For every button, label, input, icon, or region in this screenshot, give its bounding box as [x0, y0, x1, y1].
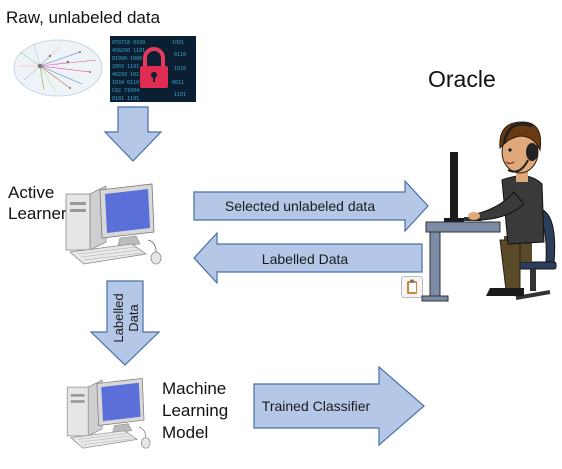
svg-text:079718 0100: 079718 0100	[112, 40, 145, 46]
svg-text:1010: 1010	[174, 66, 186, 72]
svg-text:1101: 1101	[174, 92, 186, 98]
svg-text:1001: 1001	[172, 40, 184, 46]
svg-text:C02 71004: C02 71004	[112, 88, 139, 94]
svg-text:2003 1101: 2003 1101	[112, 64, 139, 70]
svg-text:40293 10110: 40293 10110	[112, 72, 145, 78]
trained-classifier-label: Trained Classifier	[261, 398, 371, 414]
network-graph-icon	[13, 39, 103, 97]
active-learner-label-2: Learner	[8, 204, 67, 223]
ml-model-label-3: Model	[162, 423, 209, 442]
diagram-title: Raw, unlabeled data	[6, 8, 161, 27]
down-arrow-label: Labelled Data	[104, 290, 148, 346]
selected-data-arrow	[193, 179, 429, 233]
svg-text:01990 1000: 01990 1000	[112, 56, 142, 62]
svg-text:0101 1101: 0101 1101	[112, 96, 139, 102]
labelled-data-label: Labelled Data	[261, 251, 349, 267]
svg-text:0110: 0110	[174, 52, 186, 58]
ml-model-label-1: Machine	[162, 379, 227, 398]
svg-text:458290 1101: 458290 1101	[112, 48, 145, 54]
ml-model-label-2: Learning	[162, 401, 229, 420]
security-lock-icon: 079718 0100 458290 1101 01990 1000 2003 …	[110, 36, 196, 102]
down-arrow-label-1: Labelled	[111, 293, 126, 343]
down-arrow-to-learner	[103, 106, 163, 162]
svg-text:0011: 0011	[172, 80, 184, 86]
computer-icon	[66, 377, 151, 449]
down-arrow-to-model	[89, 280, 161, 366]
selected-data-label: Selected unlabeled data	[224, 198, 376, 214]
oracle-label: Oracle	[428, 66, 496, 92]
computer-icon	[65, 183, 162, 265]
person-at-desk-icon	[421, 121, 557, 302]
trained-classifier-arrow	[253, 365, 425, 447]
active-learner-label-1: Active	[8, 183, 55, 202]
svg-text:1034 0110: 1034 0110	[112, 80, 139, 86]
labelled-data-arrow	[193, 231, 423, 285]
down-arrow-label-2: Data	[126, 304, 141, 332]
clipboard-icon[interactable]	[401, 276, 423, 298]
